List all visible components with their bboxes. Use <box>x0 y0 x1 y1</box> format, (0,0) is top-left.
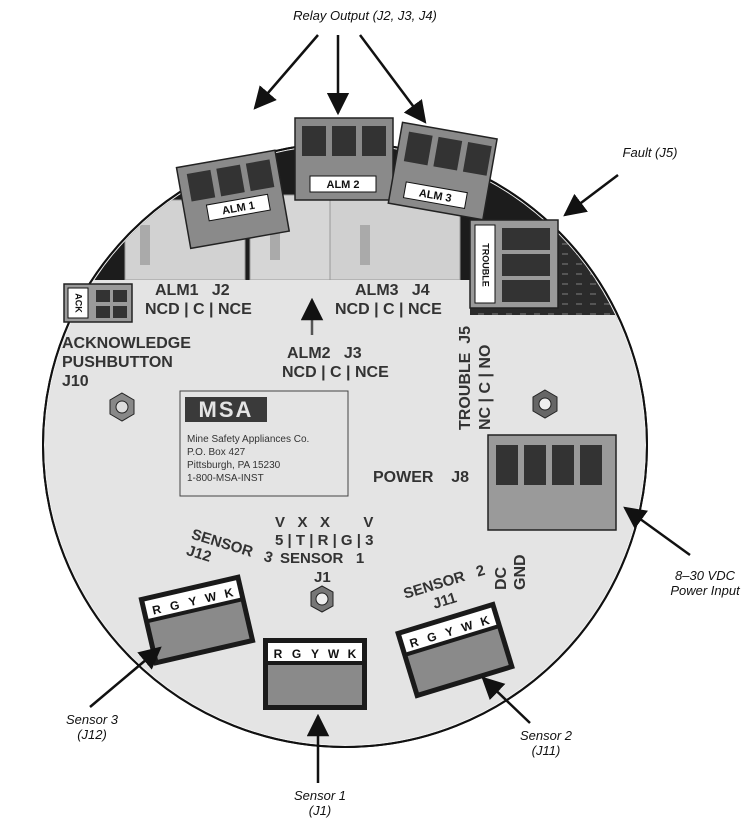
sensor1-id: J1 <box>314 569 331 586</box>
sensor3-id: J12 <box>184 542 213 566</box>
sensor-pin-letter: Y <box>311 647 319 661</box>
sensor-pin-letter: R <box>274 647 283 661</box>
fault-label: Fault (J5) <box>622 145 678 160</box>
power-input-line2: Power Input <box>670 583 740 598</box>
msa-logo-box: MSA Mine Safety Appliances Co. P.O. Box … <box>179 390 349 497</box>
sensor-pin-letter: W <box>328 647 340 661</box>
power-input-line1: 8–30 VDC <box>675 568 735 583</box>
alm2-title: ALM2 J3 <box>287 345 362 362</box>
alm2-pins: NCD | C | NCE <box>282 364 389 381</box>
sensor1-pin-row: 5 | T | R | G | 3 <box>275 532 373 549</box>
sensor-pin-letter: G <box>169 598 181 614</box>
sensor3-line2: (J12) <box>77 727 107 742</box>
sensor-pin-letter: Y <box>187 594 198 609</box>
sensor2-id: J11 <box>431 589 459 612</box>
sensor3-label: Sensor 3 (J12) <box>52 712 132 742</box>
ack-line1: ACKNOWLEDGE <box>62 335 191 352</box>
hex-nut-bottom <box>310 585 334 613</box>
alm3-pins: NCD | C | NCE <box>335 301 442 318</box>
sensor3-arrow <box>89 646 162 708</box>
relay-arrow-right <box>358 34 427 124</box>
sensor3-line1: Sensor 3 <box>65 712 119 727</box>
relay-3 <box>329 199 461 281</box>
trouble-j5-label: TROUBLE J5 <box>457 326 474 430</box>
msa-address-3: Pittsburgh, PA 15230 <box>187 460 281 471</box>
relay-output-label: Relay Output (J2, J3, J4) <box>293 8 437 23</box>
sensor2-line2: (J11) <box>531 743 561 758</box>
ack-tag: ACK <box>74 293 84 313</box>
sensor-pin-letter: Y <box>444 624 456 640</box>
alm1-tag: ALM 1 <box>221 200 256 218</box>
sensor2-line1: Sensor 2 <box>519 728 573 743</box>
power-arrow <box>623 506 691 557</box>
alm3-tag: ALM 3 <box>418 187 453 205</box>
msa-address-4: 1-800-MSA-INST <box>187 473 264 484</box>
ack-line2: PUSHBUTTON <box>62 354 173 371</box>
alm3-connector[interactable]: ALM 3 <box>387 121 498 221</box>
relay-arrow-left <box>253 34 319 110</box>
alm1-pins: NCD | C | NCE <box>145 301 252 318</box>
power-j8-label: POWER J8 <box>373 469 469 486</box>
hex-nut-left <box>109 392 135 422</box>
alm2-connector[interactable]: ALM 2 <box>294 117 394 201</box>
msa-address-1: Mine Safety Appliances Co. <box>187 434 309 445</box>
trouble-tag: TROUBLE <box>481 243 491 287</box>
alm3-title: ALM3 J4 <box>355 282 430 299</box>
alm1-connector[interactable]: ALM 1 <box>175 149 291 250</box>
sensor-pin-letter: R <box>151 602 163 618</box>
sensor1-top-row: V X X V <box>275 514 373 531</box>
fault-arrow <box>563 174 619 217</box>
power-gnd-label: GND <box>512 554 529 590</box>
sensor1-name: SENSOR 1 <box>280 550 364 567</box>
sensor1-line1: Sensor 1 <box>293 788 347 803</box>
sensor1-line2: (J1) <box>308 803 332 818</box>
trouble-pins: NC | C | NO <box>477 345 494 430</box>
hex-nut-right <box>532 389 558 419</box>
sensor-pin-letter: W <box>204 589 219 605</box>
power-input-label: 8–30 VDC Power Input <box>660 568 750 598</box>
power-connector[interactable] <box>487 434 617 531</box>
power-dc-label: DC <box>493 566 510 590</box>
ack-line3: J10 <box>62 373 89 390</box>
msa-brand: MSA <box>199 397 254 422</box>
sensor2-label: Sensor 2 (J11) <box>506 728 586 758</box>
alm1-title: ALM1 J2 <box>155 282 230 299</box>
sensor-pin-letter: G <box>292 647 301 661</box>
sensor-pin-letter: K <box>348 647 357 661</box>
msa-address-2: P.O. Box 427 <box>187 447 246 458</box>
ack-connector[interactable]: ACK <box>63 283 133 323</box>
sensor2-arrow <box>481 676 531 724</box>
sensor-pin-letter: W <box>460 618 476 635</box>
sensor-pin-letter: K <box>223 585 235 601</box>
sensor-pin-letter: G <box>425 629 438 645</box>
sensor1-label: Sensor 1 (J1) <box>280 788 360 818</box>
trouble-connector[interactable]: TROUBLE <box>469 219 559 309</box>
alm2-tag: ALM 2 <box>327 179 360 191</box>
